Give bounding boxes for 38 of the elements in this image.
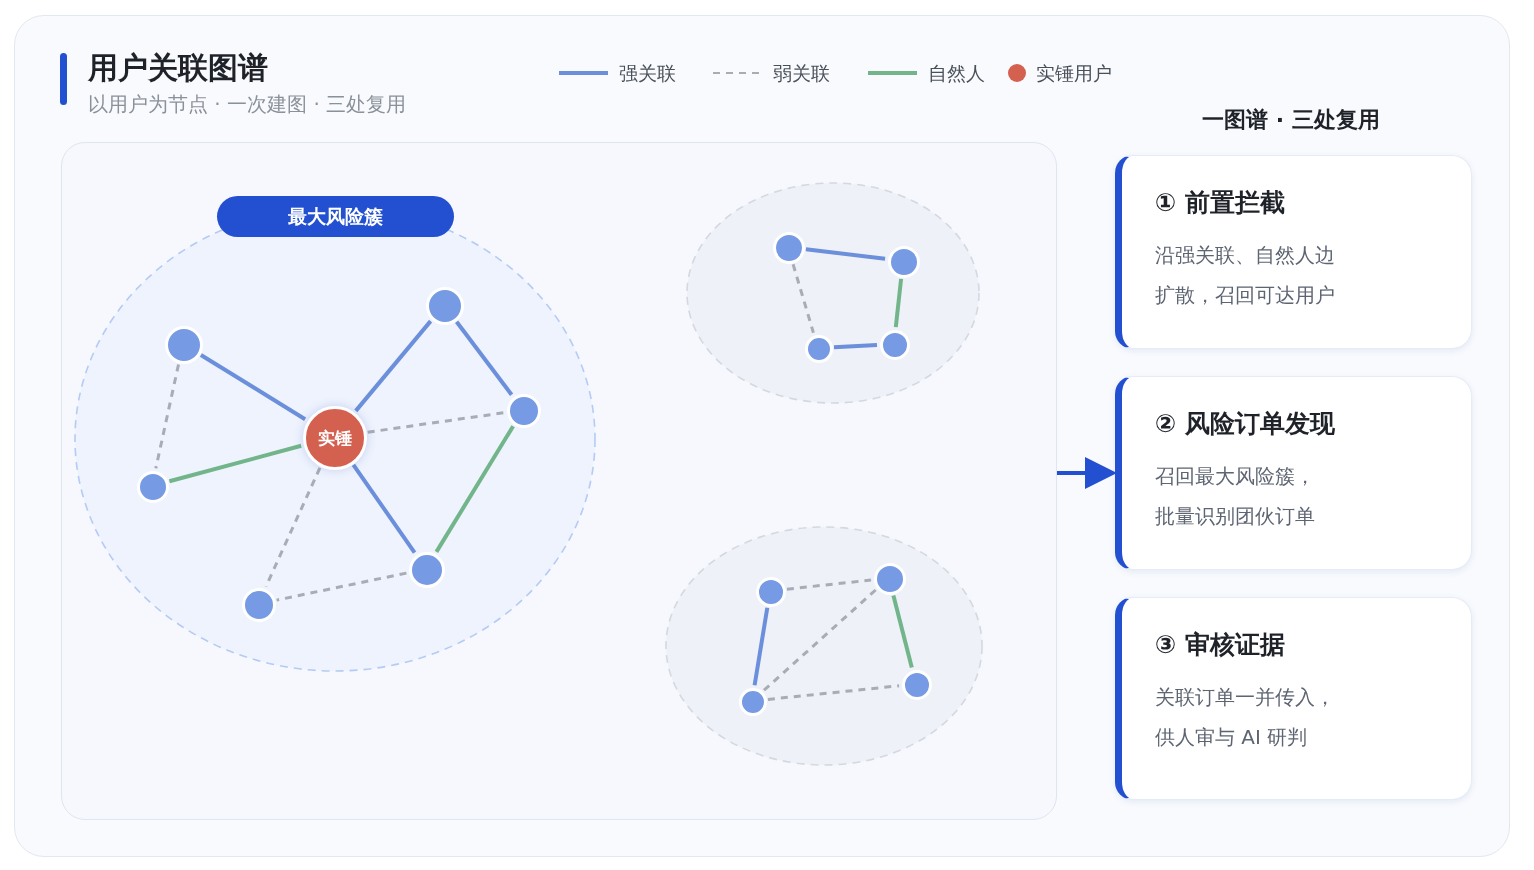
- title: 用户关联图谱: [88, 49, 268, 87]
- legend-label: 强关联: [619, 61, 676, 86]
- link-line: [354, 319, 433, 413]
- link-line: [893, 278, 904, 328]
- legend-label: 弱关联: [773, 61, 830, 86]
- card-body: 召回最大风险簇，批量识别团伙订单: [1155, 463, 1316, 530]
- dashed-link: [264, 467, 322, 588]
- dashed-link: [791, 263, 815, 334]
- dashed-link: [767, 684, 900, 701]
- card-heading: ① 前置拦截: [1155, 187, 1285, 219]
- section-heading: 一图谱 · 三处复用: [1202, 106, 1380, 134]
- step-card: [1115, 597, 1472, 800]
- link-line: [434, 425, 515, 553]
- link-line: [455, 320, 514, 396]
- link-line: [805, 247, 886, 261]
- step-card: [1115, 155, 1472, 349]
- step-card: [1115, 376, 1472, 570]
- link-line: [199, 353, 307, 421]
- dashed-link: [154, 364, 180, 469]
- legend-label: 自然人: [928, 61, 985, 86]
- cluster-label: 最大风险簇: [217, 196, 454, 237]
- legend-label: 实锤用户: [1036, 61, 1112, 86]
- link-line: [891, 594, 914, 668]
- card-body: 沿强关联、自然人边扩散，召回可达用户: [1155, 242, 1336, 309]
- arrow: [1057, 457, 1117, 489]
- dashed-link: [762, 588, 877, 692]
- card-heading: ② 风险订单发现: [1155, 408, 1335, 440]
- dashed-link: [276, 571, 407, 602]
- card-heading: ③ 审核证据: [1155, 629, 1285, 661]
- link-line: [168, 443, 302, 484]
- dashed-link: [367, 411, 505, 434]
- dashed-link: [786, 578, 872, 591]
- link-line: [833, 342, 878, 350]
- card-body: 关联订单一并传入，供人审与 AI 研判: [1155, 684, 1336, 751]
- subtitle: 以用户为节点 · 一次建图 · 三处复用: [88, 91, 407, 118]
- link-line: [351, 463, 417, 554]
- link-line: [752, 607, 770, 686]
- graph-panel: [61, 142, 1057, 820]
